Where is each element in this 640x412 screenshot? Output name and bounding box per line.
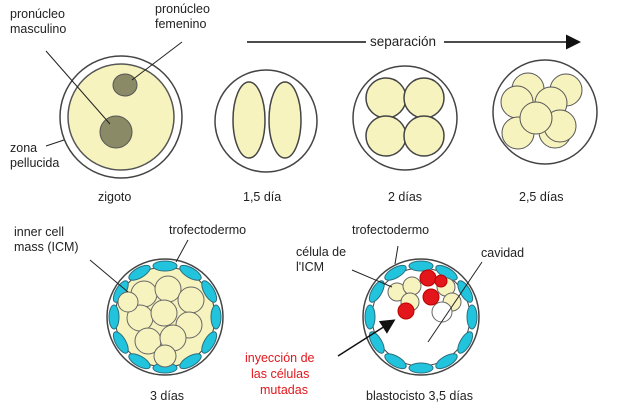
- embryo-2-cell: [214, 69, 318, 173]
- trophectoderm-cell: [210, 304, 222, 330]
- mutated-cell: [434, 274, 448, 288]
- blastomere: [403, 115, 445, 157]
- trophectoderm-cell: [384, 353, 407, 370]
- trophectoderm-cell: [179, 264, 202, 281]
- label-zona-2: pellucida: [10, 156, 59, 170]
- blastomere: [268, 81, 302, 159]
- label-pronucleo-femenino-2: femenino: [155, 17, 206, 31]
- icm-cell: [431, 301, 453, 323]
- trophectoderm-cell: [368, 331, 385, 354]
- label-celula-icm-1: célula de: [296, 245, 346, 259]
- trophectoderm-cell: [201, 331, 218, 354]
- trophectoderm-cell: [152, 260, 178, 272]
- trophectoderm-cell: [364, 304, 376, 330]
- inner-cell: [150, 299, 178, 327]
- blastomere: [365, 115, 407, 157]
- label-inner-cell-1: inner cell: [14, 225, 64, 239]
- trophectoderm-cell: [128, 353, 151, 370]
- label-pronucleo-masculino-2: masculino: [10, 22, 66, 36]
- blastomere: [403, 77, 445, 119]
- label-2-5-dias: 2,5 días: [519, 190, 563, 204]
- mutated-cell: [422, 288, 440, 306]
- inner-cell: [154, 275, 182, 303]
- trophectoderm-cell: [435, 353, 458, 370]
- label-2-dias: 2 días: [388, 190, 422, 204]
- female-pronucleus: [112, 73, 138, 97]
- pointer-celula-icm: [351, 269, 393, 288]
- label-inyeccion-2: las células: [251, 367, 309, 381]
- blastomere: [232, 81, 266, 159]
- trophectoderm-cell: [408, 260, 434, 272]
- embryo-8-cell: [492, 59, 598, 165]
- trophectoderm-cell: [112, 331, 129, 354]
- label-cavidad: cavidad: [481, 246, 524, 260]
- zona-ring: [352, 65, 458, 171]
- label-zigoto: zigoto: [98, 190, 131, 204]
- label-blastocisto: blastocisto 3,5 días: [366, 389, 473, 403]
- embryo-4-cell: [352, 65, 458, 171]
- label-zona-1: zona: [10, 141, 37, 155]
- mutated-cell: [397, 302, 415, 320]
- trophectoderm-cell: [201, 280, 218, 303]
- pointer-cavidad: [427, 261, 483, 343]
- pointer-female-pronucleus: [131, 41, 183, 81]
- blastomere: [519, 101, 553, 135]
- label-pronucleo-femenino-1: pronúcleo: [155, 2, 210, 16]
- label-3-dias: 3 días: [150, 389, 184, 403]
- zygote-pointer-lines: [45, 41, 183, 147]
- injection-arrow: [337, 319, 396, 357]
- inner-cell: [177, 286, 205, 314]
- trophectoderm-cell: [457, 331, 474, 354]
- trophectoderm-cell: [128, 264, 151, 281]
- label-celula-icm-2: l'ICM: [296, 260, 324, 274]
- label-pronucleo-masculino-1: pronúcleo: [10, 7, 65, 21]
- trophectoderm-cell: [179, 353, 202, 370]
- inner-cell: [117, 291, 139, 313]
- trophectoderm-layer: [108, 260, 222, 374]
- trophectoderm-cell: [368, 280, 385, 303]
- label-separacion: separación: [370, 34, 436, 49]
- embryo-morula: [106, 258, 224, 376]
- label-trofectodermo-2: trofectodermo: [352, 223, 429, 237]
- inner-cell: [153, 344, 177, 368]
- blastocyst-pointer-lines: [351, 245, 483, 343]
- trophectoderm-cell: [108, 304, 120, 330]
- male-pronucleus: [99, 115, 133, 149]
- zygote: [59, 55, 183, 179]
- icm-cell: [402, 276, 422, 296]
- embryo-blastocyst: [362, 258, 480, 376]
- label-1-5-dia: 1,5 día: [243, 190, 281, 204]
- icm-cluster: [387, 269, 462, 323]
- morula-pointer-lines: [89, 239, 189, 293]
- pointer-icm: [89, 259, 129, 293]
- mutated-cell: [419, 269, 437, 287]
- label-trofectodermo-1: trofectodermo: [169, 223, 246, 237]
- trophectoderm-cell: [466, 304, 478, 330]
- pointer-zona-pellucida: [45, 139, 65, 147]
- blastomere: [365, 77, 407, 119]
- label-inyeccion-1: inyección de: [245, 351, 315, 365]
- trophectoderm-cell: [384, 264, 407, 281]
- label-inyeccion-3: mutadas: [260, 383, 308, 397]
- trophectoderm-cell: [408, 362, 434, 374]
- pointer-trofectodermo: [394, 245, 399, 265]
- label-inner-cell-2: mass (ICM): [14, 240, 79, 254]
- inner-cell-mass: [117, 275, 205, 368]
- pointer-male-pronucleus: [45, 50, 111, 125]
- pointer-trofectodermo: [175, 239, 189, 263]
